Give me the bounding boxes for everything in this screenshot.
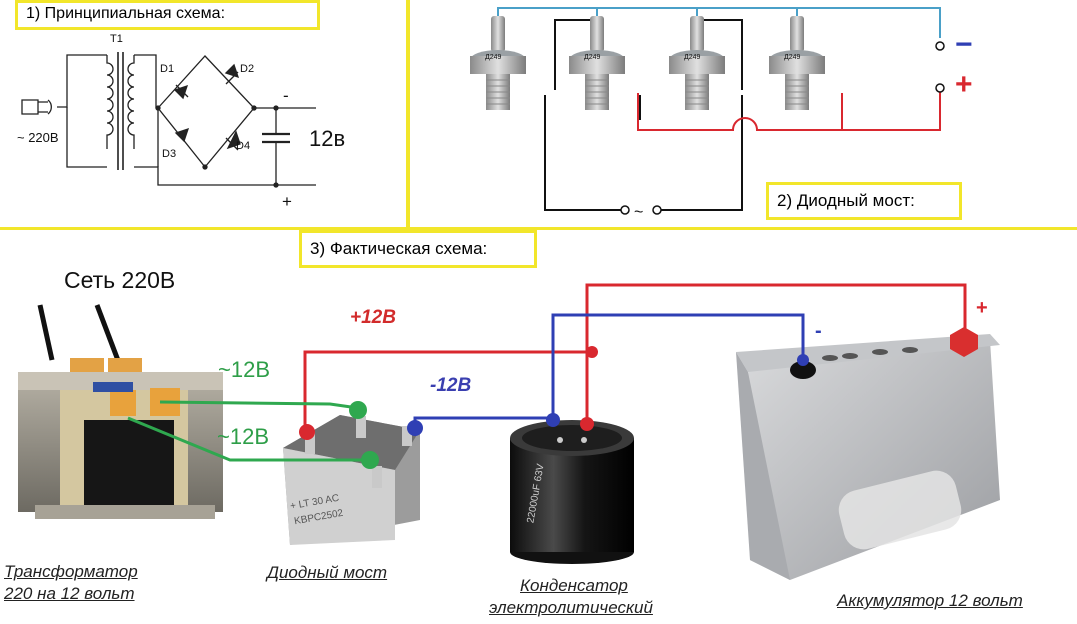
section-title-bridge: 2) Диодный мост: bbox=[766, 182, 962, 220]
electrolytic-capacitor bbox=[510, 420, 634, 564]
diode-bridge-wiring bbox=[497, 7, 941, 211]
ac-voltage-label-2: ~12В bbox=[217, 424, 269, 449]
caption-battery: Аккумулятор 12 вольт bbox=[837, 591, 1023, 610]
mains-label: Сеть 220В bbox=[64, 267, 176, 293]
diode-mark-3: Д249 bbox=[684, 54, 701, 61]
battery-minus-label: - bbox=[815, 320, 822, 342]
diode-d249-2 bbox=[569, 16, 625, 110]
bridge-rectifier bbox=[283, 415, 420, 545]
ac-symbol: ~ bbox=[634, 204, 644, 221]
diode-d3-label: D3 bbox=[162, 148, 177, 160]
battery-12v bbox=[736, 334, 1000, 580]
diode-d249-1 bbox=[470, 16, 526, 110]
caption-transformer-line1: Трансформатор bbox=[4, 562, 138, 581]
transformer bbox=[18, 304, 223, 519]
diode-d1-label: D1 bbox=[160, 63, 175, 75]
wire-terminals bbox=[299, 327, 978, 469]
schematic-minus-label: - bbox=[283, 86, 289, 105]
transformer-ref-label: T1 bbox=[110, 33, 123, 45]
caption-transformer-line2: 220 на 12 вольт bbox=[4, 584, 135, 603]
battery-plus-label: + bbox=[976, 297, 988, 319]
diode-d4-label: D4 bbox=[236, 140, 251, 152]
positive-voltage-label: +12В bbox=[350, 307, 396, 328]
output-voltage-label: 12в bbox=[309, 126, 346, 151]
negative-voltage-label: -12В bbox=[430, 375, 472, 396]
diode-mark-4: Д249 bbox=[784, 54, 801, 61]
diode-d249-4 bbox=[769, 16, 825, 110]
diode-mark-1: Д249 bbox=[485, 54, 502, 61]
caption-bridge: Диодный мост bbox=[267, 563, 388, 582]
mains-voltage-label: ~ 220В bbox=[17, 130, 59, 145]
bridge-minus-terminal: − bbox=[955, 28, 973, 61]
schematic-circuit bbox=[21, 52, 316, 188]
diode-d2-label: D2 bbox=[240, 63, 255, 75]
ac-voltage-label-1: ~12В bbox=[218, 357, 270, 382]
terminal-points bbox=[620, 41, 945, 215]
caption-capacitor-line1: Конденсатор bbox=[520, 576, 628, 595]
bridge-plus-terminal: + bbox=[955, 68, 973, 101]
schematic-plus-label: + bbox=[282, 192, 292, 211]
section-title-schematic: 1) Принципиальная схема: bbox=[15, 0, 320, 30]
plug-icon bbox=[21, 54, 107, 168]
caption-capacitor-line2: электролитический bbox=[489, 598, 653, 617]
section-title-actual: 3) Фактическая схема: bbox=[299, 230, 537, 268]
diode-mark-2: Д249 bbox=[584, 54, 601, 61]
diode-d249-3 bbox=[669, 16, 725, 110]
section-dividers bbox=[0, 0, 1077, 230]
